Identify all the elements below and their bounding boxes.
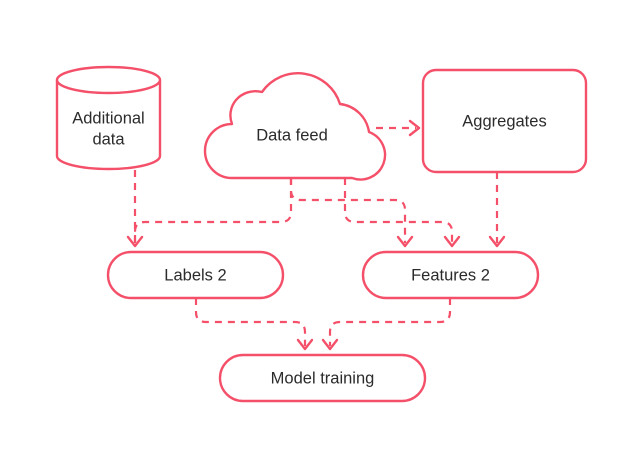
node-model-training[interactable]: Model training xyxy=(218,353,427,403)
edge-aggregates-to-features-2 xyxy=(488,172,506,248)
node-label-aggregates: Aggregates xyxy=(462,112,546,130)
node-label-labels-2: Labels 2 xyxy=(164,266,226,284)
edge-additional-data-to-labels-2 xyxy=(126,170,144,248)
edge-features-2-to-model-training xyxy=(321,298,452,351)
node-features-2[interactable]: Features 2 xyxy=(361,250,540,300)
node-label-additional-data-line1: Additional xyxy=(72,109,144,127)
node-labels-2[interactable]: Labels 2 xyxy=(106,250,285,300)
node-label-model-training: Model training xyxy=(271,369,375,387)
edge-data-feed-to-features-2-secondary xyxy=(343,178,461,248)
node-label-additional-data-line2: data xyxy=(92,130,125,148)
node-aggregates[interactable]: Aggregates xyxy=(421,68,588,174)
node-label-features-2: Features 2 xyxy=(411,266,490,284)
edge-labels-2-to-model-training xyxy=(194,298,314,351)
node-additional-data[interactable]: Additional data xyxy=(55,65,162,171)
edge-data-feed-to-labels-2 xyxy=(133,178,293,243)
node-label-data-feed: Data feed xyxy=(256,126,328,144)
edge-data-feed-to-aggregates xyxy=(376,119,421,137)
edge-data-feed-to-features-2 xyxy=(289,178,414,248)
node-data-feed[interactable]: Data feed xyxy=(203,72,387,181)
